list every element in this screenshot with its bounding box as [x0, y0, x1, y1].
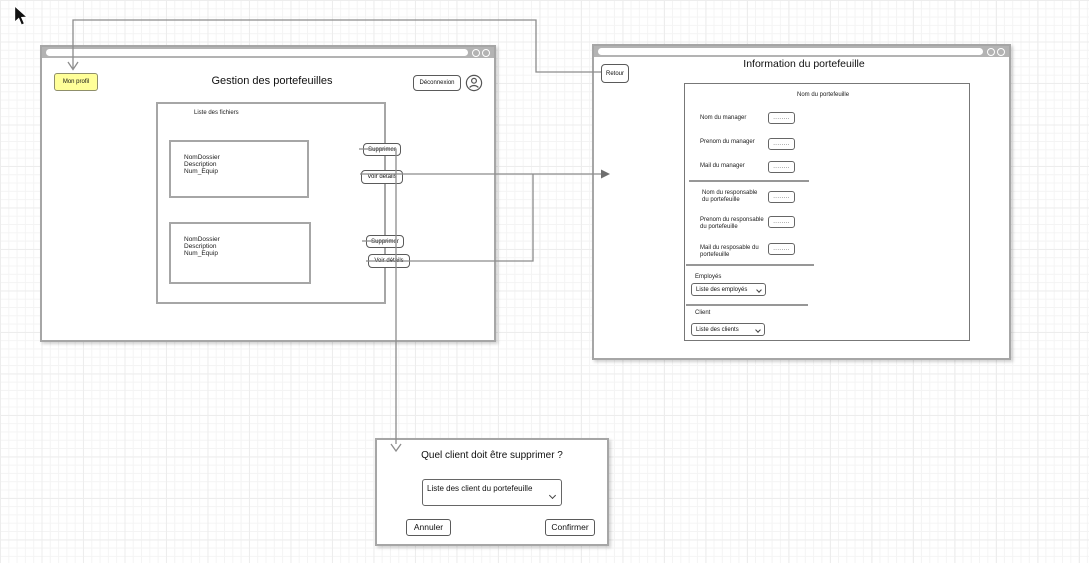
profile-button[interactable]: Mon profil: [54, 73, 98, 91]
file-list-panel: Liste des fichiers NomDossier Descriptio…: [156, 102, 410, 304]
field-input[interactable]: ........: [768, 243, 795, 255]
window-title: Information du portefeuille: [743, 58, 865, 70]
chevron-down-icon: [548, 491, 557, 500]
field-input[interactable]: ........: [768, 216, 795, 228]
client-list-dropdown-value: Liste des client du portefeuille: [427, 484, 533, 493]
confirm-button[interactable]: Confirmer: [545, 519, 595, 536]
file-item-team: Num_Equip: [184, 250, 218, 257]
file-item-text: NomDossier Description Num_Equip: [184, 236, 220, 257]
window-portfolio-management: Mon profil Gestion des portefeuilles Déc…: [40, 45, 496, 342]
file-item-name: NomDossier: [184, 154, 220, 161]
portfolio-form-panel: Nom du portefeuille Nom du manager .....…: [684, 83, 970, 341]
user-icon: [465, 74, 483, 92]
details-button-1[interactable]: Voir détails: [361, 170, 403, 184]
browser-circle-icon: [997, 48, 1005, 56]
field-label: Mail du manager: [700, 163, 745, 169]
back-button[interactable]: Retour: [601, 64, 629, 83]
browser-circle-icon: [482, 49, 490, 57]
file-item: NomDossier Description Num_Equip: [169, 222, 311, 284]
delete-button-1[interactable]: Supprimer: [363, 143, 401, 156]
details-button-2[interactable]: Voir détails: [368, 254, 410, 268]
file-item-description: Description: [184, 161, 217, 168]
employees-dropdown-value: Liste des employés: [696, 286, 748, 293]
delete-button-2[interactable]: Supprimer: [366, 235, 404, 248]
form-title: Nom du portefeuille: [797, 92, 850, 98]
client-dropdown-value: Liste des clients: [696, 326, 739, 333]
mouse-cursor-icon: [13, 5, 29, 27]
field-label: Mail du resposable du portefeuille: [700, 245, 759, 258]
window-portfolio-info: Information du portefeuille Retour Nom d…: [592, 44, 1011, 360]
field-input[interactable]: ........: [768, 191, 795, 203]
dialog-title: Quel client doit être supprimer ?: [421, 450, 563, 461]
client-list-dropdown[interactable]: Liste des client du portefeuille: [422, 479, 562, 506]
employees-label: Employés: [695, 274, 722, 280]
field-label: Prenom du responsable du portefeuille: [700, 217, 764, 230]
file-item-name: NomDossier: [184, 236, 220, 243]
address-bar: [46, 49, 468, 56]
window-title: Gestion des portefeuilles: [211, 75, 333, 87]
field-input[interactable]: ........: [768, 138, 795, 150]
delete-client-dialog: Quel client doit être supprimer ? Liste …: [375, 438, 609, 546]
browser-circle-icon: [472, 49, 480, 57]
cancel-button[interactable]: Annuler: [406, 519, 451, 536]
field-label: Prenom du manager: [700, 139, 755, 145]
divider: [689, 180, 809, 182]
divider: [686, 264, 814, 266]
address-bar: [598, 48, 983, 55]
file-item: NomDossier Description Num_Equip: [169, 140, 309, 198]
chevron-down-icon: [756, 287, 762, 293]
file-item-team: Num_Equip: [184, 168, 218, 175]
browser-circle-icon: [987, 48, 995, 56]
browser-title-bar: [594, 46, 1009, 57]
file-item-text: NomDossier Description Num_Equip: [184, 154, 220, 175]
field-input[interactable]: ........: [768, 161, 795, 173]
client-label: Client: [695, 310, 711, 316]
chevron-down-icon: [755, 327, 761, 333]
divider: [686, 304, 808, 306]
client-dropdown[interactable]: Liste des clients: [691, 323, 765, 336]
field-label: Nom du responsable du portefeuille: [702, 190, 758, 203]
file-list-title: Liste des fichiers: [194, 110, 239, 116]
field-label: Nom du manager: [700, 115, 747, 121]
file-item-description: Description: [184, 243, 217, 250]
logout-button[interactable]: Déconnexion: [413, 75, 461, 91]
field-input[interactable]: ........: [768, 112, 795, 124]
employees-dropdown[interactable]: Liste des employés: [691, 283, 766, 296]
browser-title-bar: [42, 47, 494, 58]
